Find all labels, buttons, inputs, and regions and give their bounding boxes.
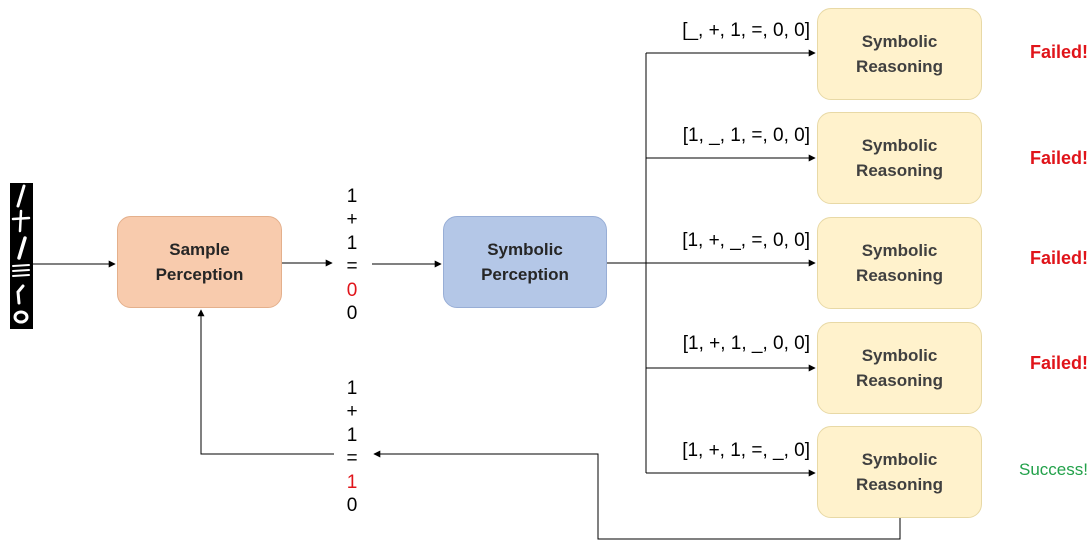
symbolic-reasoning-box-4: Symbolic Reasoning bbox=[817, 322, 982, 414]
feedback-arrow-to-sample-perception bbox=[197, 309, 334, 455]
branch-sequence-5: [1, +, 1, =, _, 0] bbox=[682, 440, 810, 461]
branch-sequence-3: [1, +, _, =, 0, 0] bbox=[682, 230, 810, 251]
symbolic-reasoning-box-2: Symbolic Reasoning bbox=[817, 112, 982, 204]
perceived-symbol-6: 0 bbox=[346, 303, 358, 325]
branch-status-4: Failed! bbox=[1029, 353, 1088, 373]
corrected-symbol-6: 0 bbox=[346, 495, 358, 517]
branch-sequence-1: [_, +, 1, =, 0, 0] bbox=[682, 20, 810, 41]
corrected-symbol-1: 1 bbox=[346, 378, 358, 399]
branch-sequence-2: [1, _, 1, =, 0, 0] bbox=[682, 125, 810, 146]
symbolic-reasoning-box-5: Symbolic Reasoning bbox=[817, 426, 982, 518]
symbolic-perception-box: Symbolic Perception bbox=[443, 216, 607, 308]
reasoning-label-line2: Reasoning bbox=[856, 266, 943, 285]
symbolic-reasoning-box-3: Symbolic Reasoning bbox=[817, 217, 982, 309]
perceived-symbol-2: + bbox=[346, 209, 358, 231]
symbolic-reasoning-box-1: Symbolic Reasoning bbox=[817, 8, 982, 100]
branch-status-1: Failed! bbox=[1029, 42, 1088, 62]
reasoning-label-line1: Symbolic bbox=[861, 136, 938, 155]
perceived-symbol-4: = bbox=[346, 256, 358, 278]
symbolic-perception-label-line1: Symbolic bbox=[487, 240, 563, 259]
corrected-equation-column: 1 + 1 = 1 0 bbox=[336, 377, 368, 517]
reasoning-label-line1: Symbolic bbox=[861, 241, 938, 260]
branch-status-3: Failed! bbox=[1029, 248, 1088, 268]
reasoning-label-line2: Reasoning bbox=[856, 475, 943, 494]
symbolic-perception-label-line2: Perception bbox=[481, 265, 569, 284]
sample-perception-label-line2: Perception bbox=[155, 265, 244, 284]
feedback-arrow-to-corrected-digits bbox=[373, 450, 901, 540]
branch-status-2: Failed! bbox=[1029, 148, 1088, 168]
perceived-symbol-3: 1 bbox=[346, 232, 358, 254]
reasoning-label-line2: Reasoning bbox=[856, 57, 943, 76]
reasoning-label-line1: Symbolic bbox=[861, 32, 938, 51]
perceived-equation-column: 1 + 1 = 0 0 bbox=[336, 185, 368, 325]
corrected-symbol-3: 1 bbox=[346, 424, 358, 446]
perceived-symbol-1: 1 bbox=[346, 186, 358, 207]
reasoning-label-line1: Symbolic bbox=[861, 450, 938, 469]
handwritten-input-image bbox=[10, 183, 33, 329]
branch-sequence-4: [1, +, 1, _, 0, 0] bbox=[682, 333, 810, 354]
branch-status-5: Success! bbox=[1019, 460, 1088, 479]
corrected-symbol-4: = bbox=[346, 448, 358, 470]
reasoning-label-line1: Symbolic bbox=[861, 346, 938, 365]
perceived-symbol-5-error: 0 bbox=[346, 279, 358, 301]
reasoning-label-line2: Reasoning bbox=[856, 371, 943, 390]
corrected-symbol-5-fixed: 1 bbox=[346, 471, 358, 493]
reasoning-label-line2: Reasoning bbox=[856, 161, 943, 180]
sample-perception-box: Sample Perception bbox=[117, 216, 282, 308]
sample-perception-label-line1: Sample bbox=[169, 240, 230, 259]
corrected-symbol-2: + bbox=[346, 401, 358, 423]
